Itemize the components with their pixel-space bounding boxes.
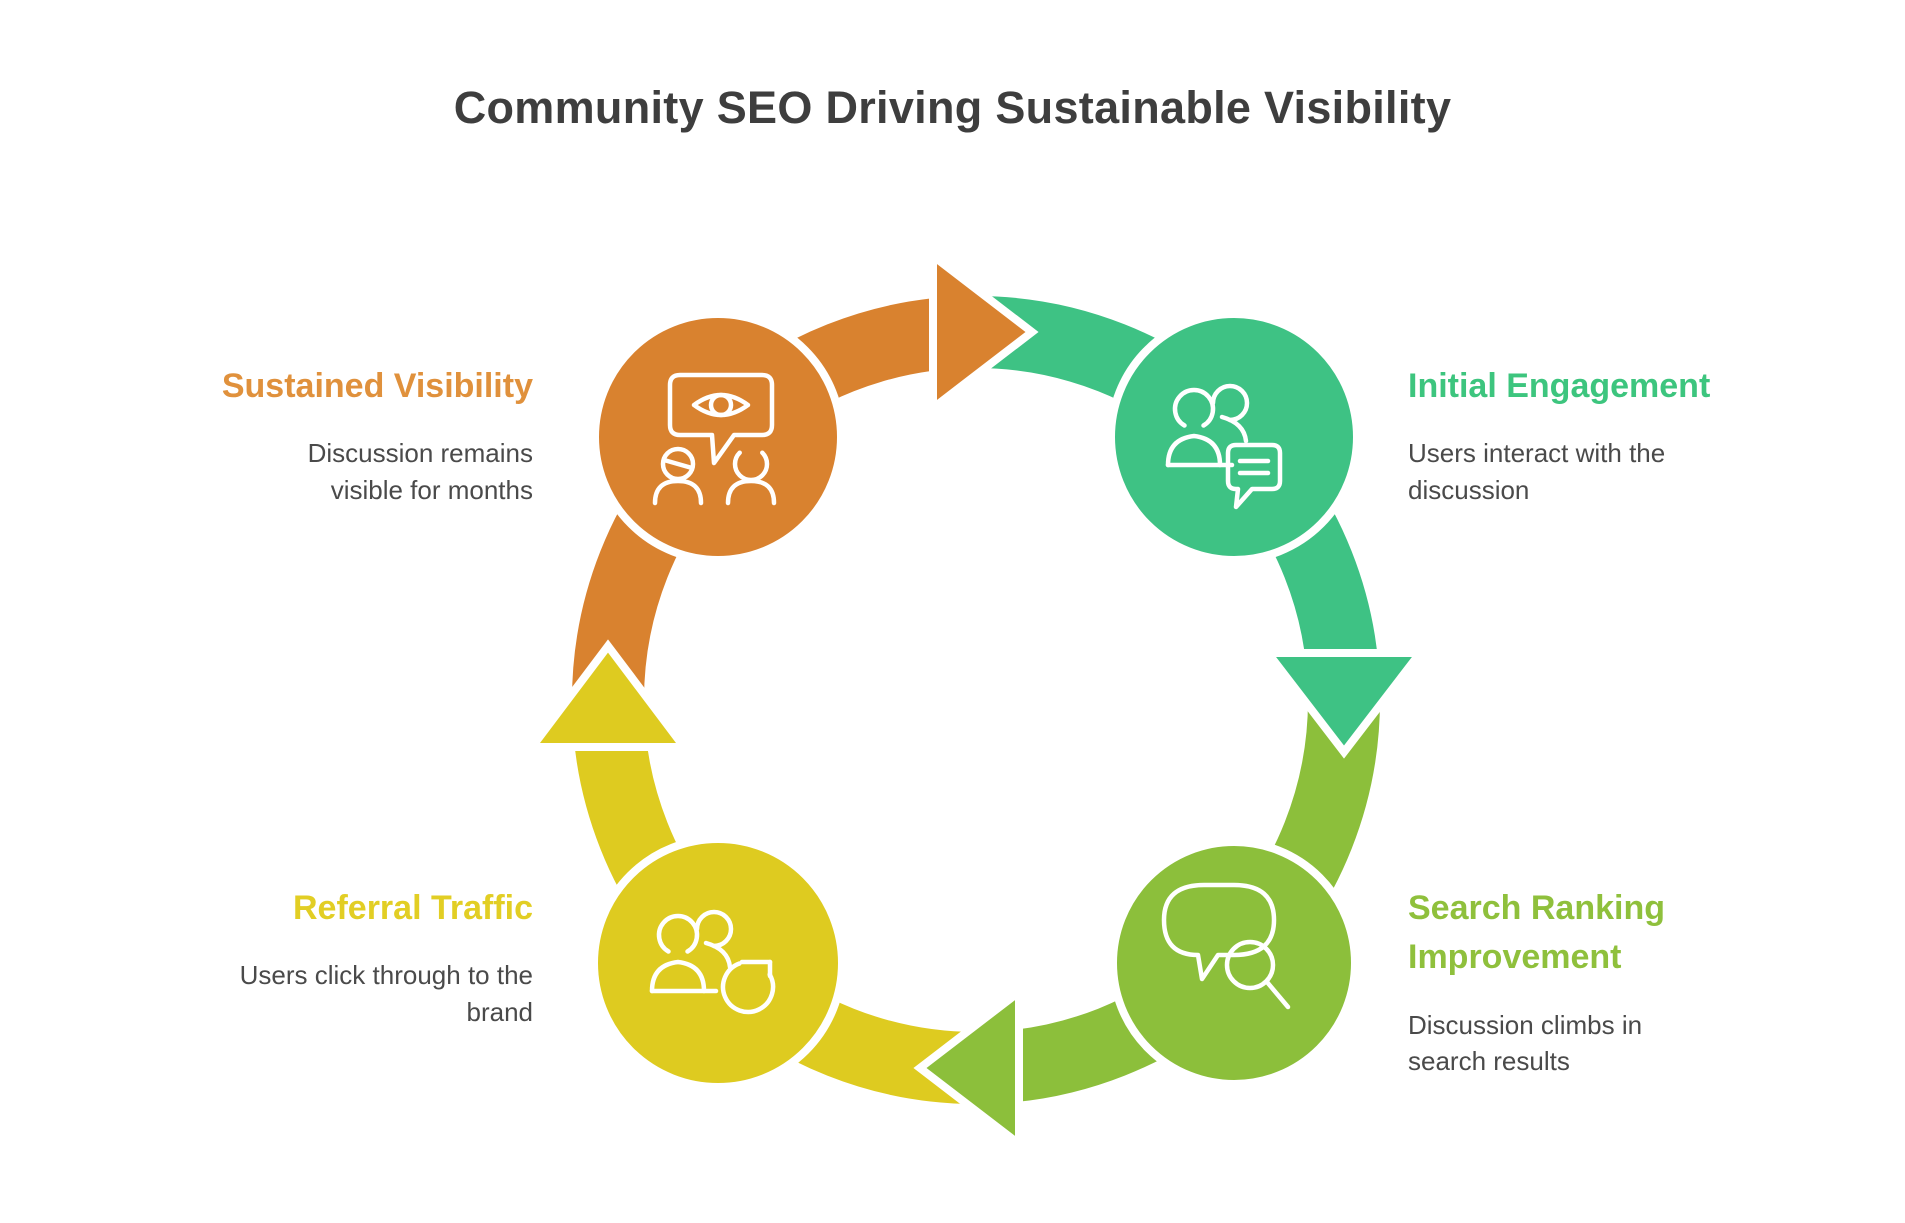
people-chat-bubble-icon: [1165, 383, 1283, 510]
step-description-initial-engagement: Users interact with the discussion: [1408, 438, 1666, 505]
step-description-sustained-visibility: Discussion remains visible for months: [307, 438, 533, 505]
circle-search-ranking: [1109, 838, 1359, 1088]
speech-bubble-magnifier-icon: [1161, 882, 1291, 1010]
eye-speech-bubble-people-icon: [652, 372, 777, 506]
arrowhead-bottom-left-icon: [913, 983, 1023, 1153]
circle-initial-engagement: [1107, 310, 1361, 564]
arrowhead-left-up-icon: [523, 639, 693, 751]
step-block-referral-traffic: Referral Traffic Users click through to …: [133, 884, 533, 1030]
arrowhead-right-down-icon: [1259, 649, 1429, 759]
step-block-sustained-visibility: Sustained Visibility Discussion remains …: [133, 362, 533, 508]
step-heading-sustained-visibility: Sustained Visibility: [221, 367, 533, 405]
step-block-initial-engagement: Initial Engagement Users interact with t…: [1408, 362, 1808, 508]
arrowhead-top-right-icon: [929, 247, 1039, 417]
step-heading-search-ranking: Search Ranking Improvement: [1408, 889, 1665, 977]
people-refresh-icon: [649, 909, 776, 1015]
step-description-search-ranking: Discussion climbs in search results: [1408, 1009, 1643, 1076]
step-description-referral-traffic: Users click through to the brand: [239, 960, 533, 1027]
step-heading-referral-traffic: Referral Traffic: [293, 889, 533, 927]
circle-referral-traffic: [590, 835, 846, 1091]
step-block-search-ranking: Search Ranking Improvement Discussion cl…: [1408, 884, 1808, 1079]
circle-sustained-visibility: [591, 310, 845, 564]
page-title: Community SEO Driving Sustainable Visibi…: [453, 82, 1452, 133]
step-heading-initial-engagement: Initial Engagement: [1408, 367, 1711, 405]
